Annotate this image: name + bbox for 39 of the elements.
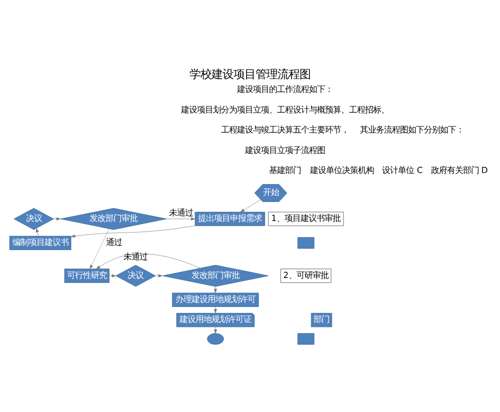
label: 建设项目立项子流程图: [244, 144, 325, 155]
node-box: 部门: [311, 313, 332, 328]
arrow: [214, 306, 217, 314]
label: 工程建设与竣工决算五个主要环节，: [220, 124, 349, 135]
node-ellipse: [207, 333, 224, 345]
arrow: [214, 326, 217, 334]
node-diamond: 发改部门审批: [60, 208, 167, 230]
node-diamond: 发改部门审批: [162, 264, 269, 287]
arrow: [54, 217, 61, 220]
node-box: 提出项目申报需求: [194, 212, 266, 226]
arrow: [36, 228, 39, 236]
diagram-title: 学校建设项目管理流程图: [190, 67, 310, 82]
node-box: 办理建设用地规划许可: [172, 292, 259, 307]
arrow: [155, 274, 162, 278]
edge-label: 通过: [106, 237, 122, 248]
label: 设计单位 C: [382, 165, 423, 176]
label: 基建部门: [268, 165, 301, 176]
label: 其业务流程图如下分别如下：: [360, 124, 464, 135]
node-box: 编制项目建议书: [9, 236, 72, 250]
label: 政府有关部门 D: [430, 165, 488, 176]
node-diamond: 决议: [14, 208, 54, 230]
arrow: [240, 199, 261, 212]
label: 建设项目的工作流程如下：: [236, 84, 333, 94]
edge-label: 未通过: [124, 252, 148, 262]
label: 建设项目划分为项目立项、工程设计与概预算、工程招标、: [180, 104, 389, 114]
node-box: [298, 333, 314, 345]
edge-label: 未通过: [168, 207, 193, 218]
arrow: [109, 274, 116, 278]
node-diamond: 决议: [116, 264, 156, 287]
arrow: [96, 254, 200, 270]
label: 建设单位决策机构: [310, 165, 374, 176]
arrow: [90, 228, 110, 270]
arrow: [214, 286, 217, 294]
node-box: 可行性研究: [64, 268, 110, 283]
node-box: [298, 237, 314, 249]
arrow: [70, 226, 196, 238]
node-box: 1、项目建议书审批: [268, 212, 344, 226]
arrow: [166, 217, 196, 220]
node-box: 2、可研审批: [280, 268, 332, 283]
